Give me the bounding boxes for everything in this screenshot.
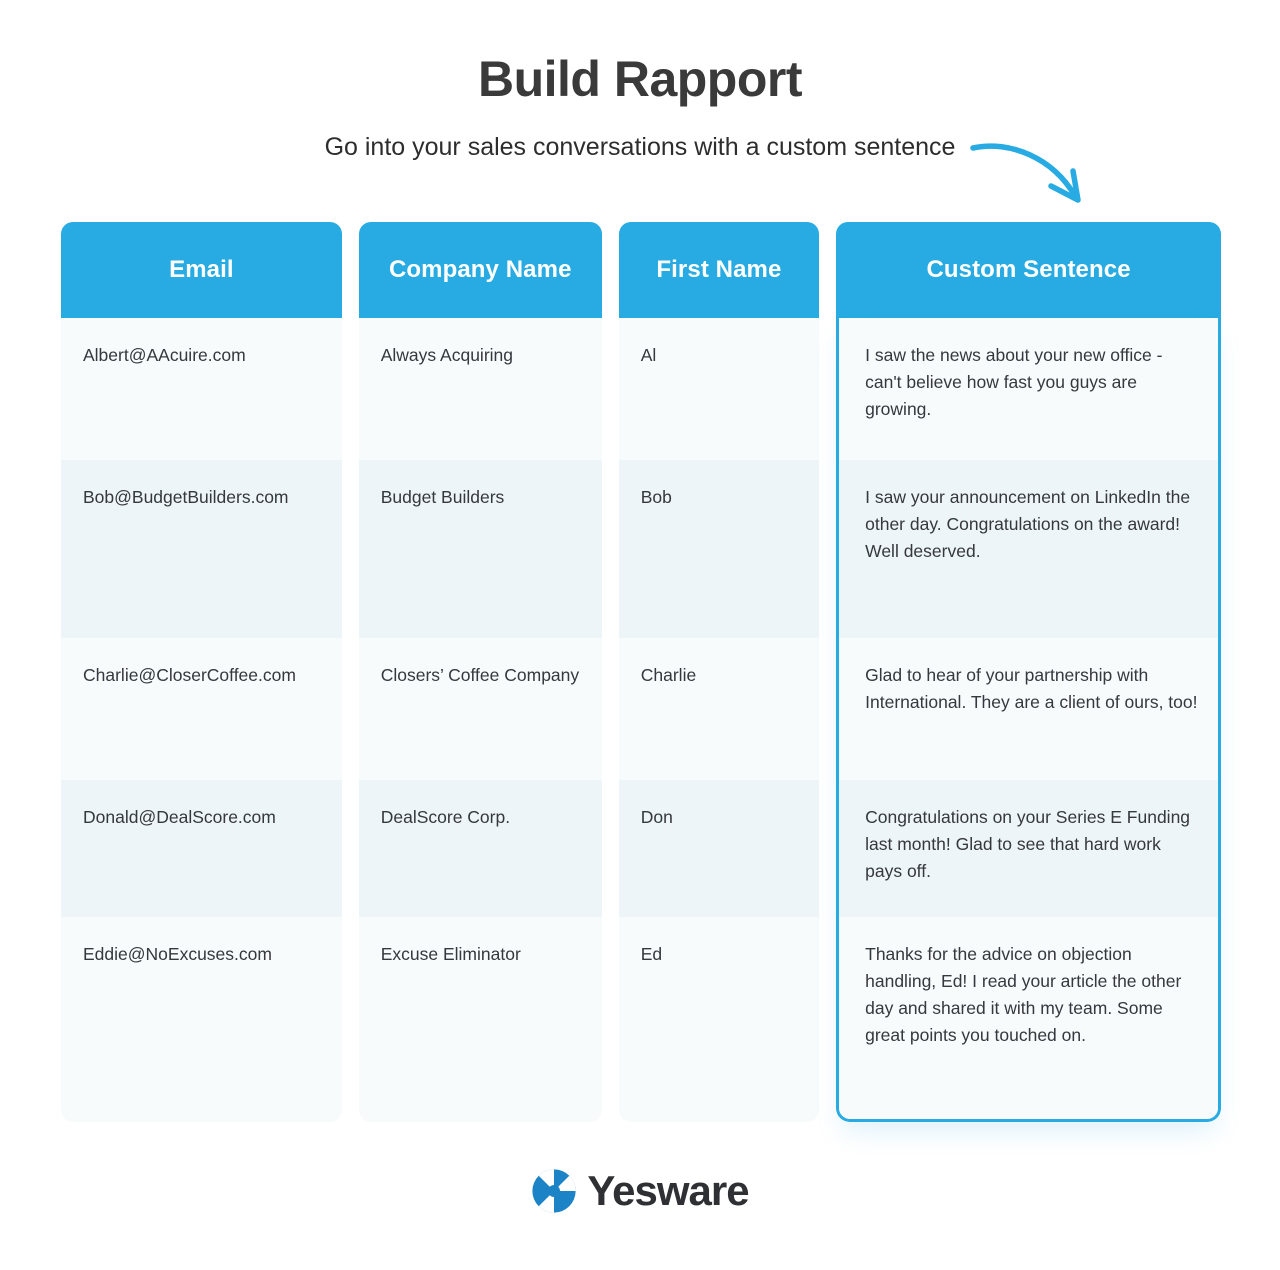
column-header-email: Email <box>61 222 342 318</box>
table-cell: Glad to hear of your partnership with In… <box>839 638 1218 780</box>
column-body-company-name: Always Acquiring Budget Builders Closers… <box>358 318 602 1122</box>
table-cell: Albert@AAcuire.com <box>61 318 342 460</box>
page-subtitle: Go into your sales conversations with a … <box>324 133 956 161</box>
table-cell: I saw the news about your new office - c… <box>839 318 1218 460</box>
column-header-company-name: Company Name <box>358 222 602 318</box>
table-cell: Don <box>618 780 820 917</box>
column-email: Email Albert@AAcuire.com Bob@BudgetBuild… <box>61 222 342 1122</box>
table-cell: Al <box>618 318 820 460</box>
yesware-wordmark: Yesware <box>587 1167 749 1214</box>
table-cell: Charlie <box>618 638 820 780</box>
table-cell: Eddie@NoExcuses.com <box>61 917 342 1122</box>
table-cell: Congratulations on your Series E Funding… <box>839 780 1218 917</box>
table-cell: Ed <box>618 917 820 1122</box>
column-header-first-name: First Name <box>618 222 820 318</box>
column-header-custom-sentence: Custom Sentence <box>836 222 1221 318</box>
table-cell: Closers’ Coffee Company <box>358 638 602 780</box>
table-cell: Budget Builders <box>358 460 602 638</box>
table-cell: Donald@DealScore.com <box>61 780 342 917</box>
footer-branding: Yesware <box>0 1168 1280 1214</box>
table-cell: Thanks for the advice on objection handl… <box>839 917 1218 1119</box>
page-title: Build Rapport <box>477 51 803 107</box>
table-cell: Always Acquiring <box>358 318 602 460</box>
table-cell: Bob <box>618 460 820 638</box>
column-first-name: First Name Al Bob Charlie Don Ed <box>618 222 820 1122</box>
column-custom-sentence: Custom Sentence I saw the news about you… <box>836 222 1221 1122</box>
table-cell: I saw your announcement on LinkedIn the … <box>839 460 1218 638</box>
yesware-logo-icon <box>531 1168 577 1214</box>
table-cell: Bob@BudgetBuilders.com <box>61 460 342 638</box>
rapport-table: Email Albert@AAcuire.com Bob@BudgetBuild… <box>61 222 1221 1122</box>
column-body-email: Albert@AAcuire.com Bob@BudgetBuilders.co… <box>61 318 342 1122</box>
column-body-first-name: Al Bob Charlie Don Ed <box>618 318 820 1122</box>
table-cell: Charlie@CloserCoffee.com <box>61 638 342 780</box>
table-cell: Excuse Eliminator <box>358 917 602 1122</box>
column-company-name: Company Name Always Acquiring Budget Bui… <box>358 222 602 1122</box>
column-body-custom-sentence: I saw the news about your new office - c… <box>836 318 1221 1122</box>
table-cell: DealScore Corp. <box>358 780 602 917</box>
